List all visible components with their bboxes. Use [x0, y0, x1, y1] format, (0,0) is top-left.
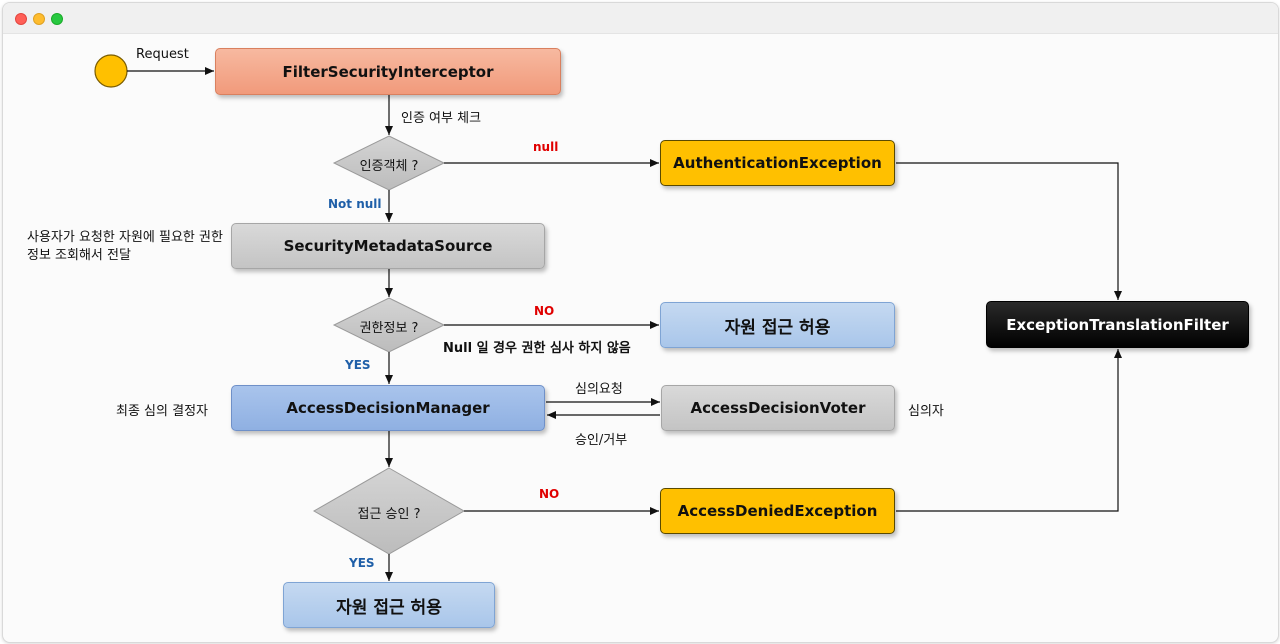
- yes-label-1: YES: [345, 358, 371, 372]
- filter-security-interceptor-box: FilterSecurityInterceptor: [215, 48, 561, 95]
- null-label: null: [533, 140, 559, 154]
- access-approval-diamond-label: 접근 승인 ?: [357, 507, 421, 522]
- authentication-exception-box: AuthenticationException: [660, 140, 895, 186]
- metadata-description-label: 사용자가 요청한 자원에 필요한 권한 정보 조회해서 전달: [27, 230, 223, 263]
- access-decision-manager-box: AccessDecisionManager: [231, 385, 545, 431]
- arrow-auth-exception-to-filter: [896, 162, 1122, 300]
- no-label-1: NO: [534, 304, 555, 318]
- yes-label-2: YES: [349, 556, 375, 570]
- arrow-denied-exception-to-filter: [896, 349, 1122, 512]
- permission-check-diamond-label: 권한정보 ?: [359, 321, 419, 336]
- vote-request-label: 심의요청: [575, 382, 623, 397]
- close-button[interactable]: [15, 13, 27, 25]
- zoom-button[interactable]: [51, 13, 63, 25]
- access-decision-voter-box: AccessDecisionVoter: [661, 385, 895, 431]
- title-bar: [3, 3, 1278, 34]
- no-label-2: NO: [539, 487, 560, 501]
- resource-access-allowed-box-2: 자원 접근 허용: [283, 582, 495, 628]
- auth-check-label: 인증 여부 체크: [401, 111, 482, 126]
- security-metadata-source-box: SecurityMetadataSource: [231, 223, 545, 269]
- final-decider-label: 최종 심의 결정자: [116, 404, 208, 419]
- auth-check-diamond-label: 인증객체 ?: [359, 159, 419, 174]
- approve-deny-label: 승인/거부: [575, 433, 628, 448]
- exception-translation-filter-box: ExceptionTranslationFilter: [986, 301, 1249, 348]
- request-label: Request: [136, 47, 189, 62]
- voter-label: 심의자: [908, 404, 944, 419]
- resource-access-allowed-box-1: 자원 접근 허용: [660, 302, 895, 348]
- minimize-button[interactable]: [33, 13, 45, 25]
- not-null-label: Not null: [328, 197, 382, 211]
- access-denied-exception-box: AccessDeniedException: [660, 488, 895, 534]
- start-node: [94, 54, 128, 88]
- null-no-check-label: Null 일 경우 권한 심사 하지 않음: [443, 341, 631, 356]
